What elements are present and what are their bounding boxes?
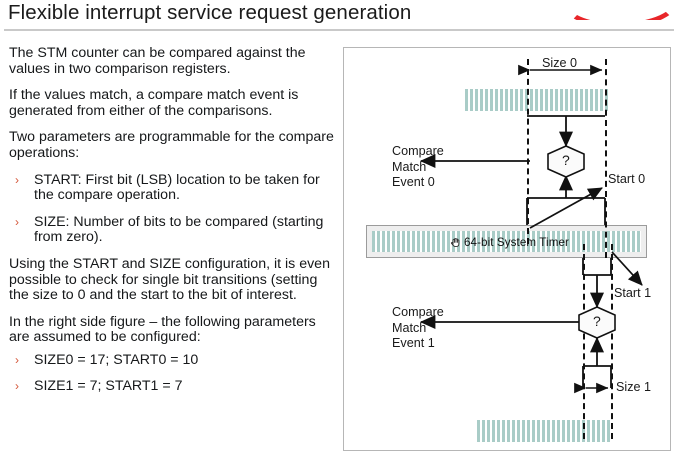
list-item-label: SIZE1 = 7; START1 = 7 [34,377,183,394]
list-item-start-param: › START: First bit (LSB) location to be … [9,171,334,204]
list-item-label: START: First bit (LSB) location to be ta… [34,171,320,204]
paragraph-two-parameters: Two parameters are programmable for the … [9,129,334,161]
chevron-right-icon: › [15,214,19,229]
comparator-0-symbol: ? [562,152,570,168]
compare-match-event-1-line-1: Match [392,320,427,335]
size1-label: Size 1 [616,380,652,394]
comparison-register-0-bar [465,89,609,111]
left-text-column: The STM counter can be compared against … [9,45,334,404]
compare-match-event-0-line-2: Event 0 [392,175,435,189]
page-title: Flexible interrupt service request gener… [8,1,412,24]
paragraph-stm-counter: The STM counter can be compared against … [9,45,306,77]
compare-match-event-0-line-1: Match [392,159,427,174]
list-item-size-param: › SIZE: Number of bits to be compared (s… [9,213,334,246]
title-divider [4,29,674,31]
chevron-right-icon: › [15,352,19,367]
diagram-panel: 64-bit System Timer [343,47,671,451]
size0-msb-guide-line [605,59,607,258]
comparator-1-symbol: ? [593,313,601,329]
brand-logo [558,0,678,20]
list-item-config-0: › SIZE0 = 17; START0 = 10 [9,351,334,369]
size1-left-guide-line [583,244,585,439]
comparator-0-hexagon [547,145,585,178]
size0-label: Size 0 [542,56,578,70]
compare-match-event-1-line-2: Event 1 [392,336,435,350]
start0-label: Start 0 [608,172,646,186]
compare-match-event-0-label: Compare Match Event 0 [392,144,444,191]
brand-arc-icon [561,0,678,20]
list-item-config-1: › SIZE1 = 7; START1 = 7 [9,377,334,395]
list-item-label: SIZE0 = 17; START0 = 10 [34,351,199,368]
comparator-1-hexagon [578,306,616,339]
paragraph-values-match: If the values match, a compare match eve… [9,87,299,119]
chevron-right-icon: › [15,172,19,187]
chevron-right-icon: › [15,378,19,393]
system-timer-bits-bar [372,231,641,252]
compare-match-event-1-label: Compare Match Event 1 [392,305,444,352]
grab-hand-cursor-icon [449,235,462,251]
paragraph-right-side-figure: In the right side figure – the following… [9,313,316,346]
start1-label: Start 1 [614,286,652,300]
diagram-connectors [419,64,643,394]
compare-match-event-1-line-0: Compare [392,305,444,319]
compare-match-event-0-line-0: Compare [392,144,444,158]
system-timer-label: 64-bit System Timer [449,235,569,251]
comparison-register-1-bar [477,420,612,442]
start1-guide-line [611,244,613,439]
list-item-label: SIZE: Number of bits to be compared (sta… [34,213,324,246]
start0-lsb-guide-line [527,59,529,244]
paragraph-using-start-size: Using the START and SIZE configuration, … [9,255,330,304]
system-timer-text: 64-bit System Timer [464,236,569,249]
